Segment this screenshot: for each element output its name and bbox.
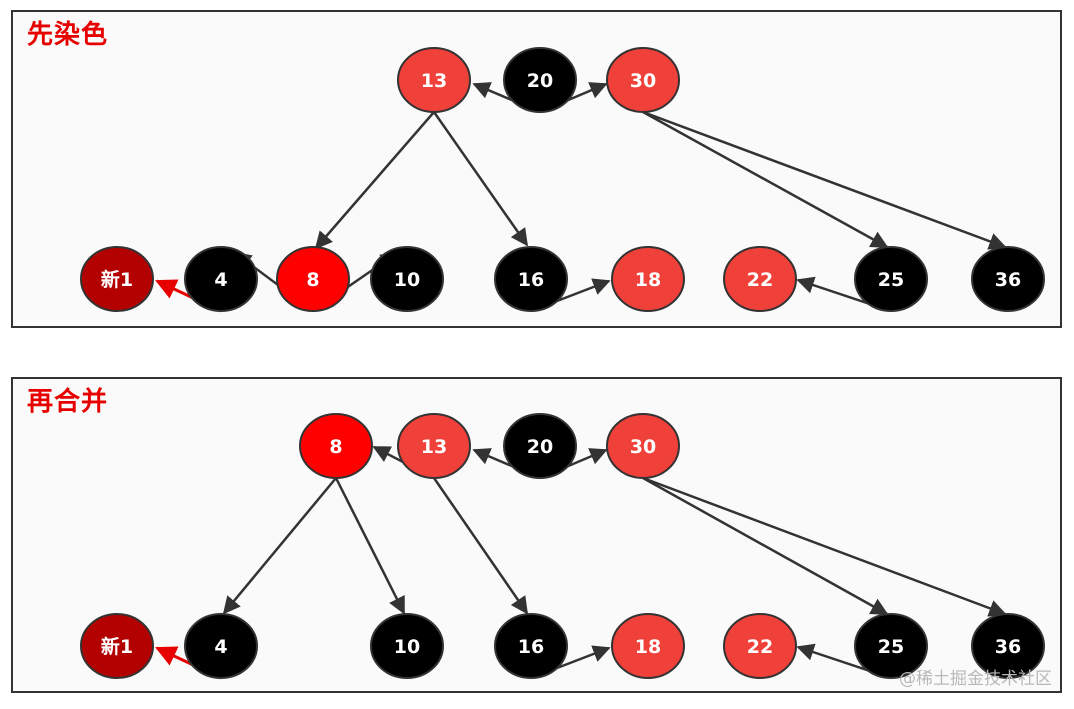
node-circle xyxy=(276,246,350,312)
tree-node-b22: 22 xyxy=(723,613,797,679)
tree-node-t22: 22 xyxy=(723,246,797,312)
node-circle xyxy=(854,246,928,312)
tree-node-b16: 16 xyxy=(494,613,568,679)
tree-edge xyxy=(222,477,337,615)
node-circle xyxy=(397,47,471,113)
tree-node-t25: 25 xyxy=(854,246,928,312)
tree-edge xyxy=(642,476,1007,617)
node-circle xyxy=(723,613,797,679)
node-label: 4 xyxy=(214,269,227,291)
tree-edge xyxy=(314,111,435,250)
node-label: 20 xyxy=(527,436,553,458)
tree-node-t30: 30 xyxy=(606,47,680,113)
tree-node-b4: 4 xyxy=(184,613,258,679)
tree-node-t8: 8 xyxy=(276,246,350,312)
node-circle xyxy=(503,47,577,113)
node-label: 36 xyxy=(995,269,1021,291)
node-circle xyxy=(184,613,258,679)
node-label: 8 xyxy=(329,436,342,458)
node-circle xyxy=(611,613,685,679)
node-label: 22 xyxy=(747,636,773,658)
tree-node-t10: 10 xyxy=(370,246,444,312)
node-label: 10 xyxy=(394,636,420,658)
tree-node-tnew: 新1 xyxy=(80,246,154,312)
tree-node-bnew: 新1 xyxy=(80,613,154,679)
node-label: 10 xyxy=(394,269,420,291)
tree-edge xyxy=(432,477,529,615)
tree-edge xyxy=(642,476,889,616)
tree-node-b36: 36 xyxy=(971,613,1045,679)
tree-node-b8: 8 xyxy=(299,413,373,479)
tree-node-t13: 13 xyxy=(397,47,471,113)
tree-node-b13: 13 xyxy=(397,413,471,479)
node-circle xyxy=(971,246,1045,312)
node-circle xyxy=(854,613,928,679)
node-circle xyxy=(611,246,685,312)
tree-node-b30: 30 xyxy=(606,413,680,479)
node-circle xyxy=(494,613,568,679)
node-label: 30 xyxy=(630,70,656,92)
node-label: 30 xyxy=(630,436,656,458)
tree-node-t20: 20 xyxy=(503,47,577,113)
tree-node-t4: 4 xyxy=(184,246,258,312)
node-circle xyxy=(80,246,154,312)
node-circle xyxy=(723,246,797,312)
node-circle xyxy=(370,613,444,679)
node-circle xyxy=(370,246,444,312)
node-label: 新1 xyxy=(101,635,133,658)
node-circle xyxy=(606,413,680,479)
watermark: @稀土掘金技术社区 xyxy=(899,669,1052,689)
node-circle xyxy=(80,613,154,679)
node-label: 25 xyxy=(878,636,904,658)
node-label: 22 xyxy=(747,269,773,291)
node-label: 16 xyxy=(518,636,544,658)
tree-node-t18: 18 xyxy=(611,246,685,312)
node-label: 16 xyxy=(518,269,544,291)
node-label: 新1 xyxy=(101,268,133,291)
tree-edge xyxy=(642,110,889,249)
node-label: 8 xyxy=(306,269,319,291)
node-circle xyxy=(494,246,568,312)
node-label: 18 xyxy=(635,636,661,658)
panel-title-merge: 再合并 xyxy=(27,387,109,417)
tree-edge xyxy=(642,110,1007,250)
tree-node-b10: 10 xyxy=(370,613,444,679)
node-label: 13 xyxy=(421,70,447,92)
node-circle xyxy=(606,47,680,113)
tree-edge xyxy=(334,477,406,615)
node-label: 4 xyxy=(214,636,227,658)
tree-node-b20: 20 xyxy=(503,413,577,479)
node-label: 36 xyxy=(995,636,1021,658)
node-circle xyxy=(184,246,258,312)
node-circle xyxy=(503,413,577,479)
node-label: 20 xyxy=(527,70,553,92)
node-label: 18 xyxy=(635,269,661,291)
node-label: 13 xyxy=(421,436,447,458)
tree-edge xyxy=(432,111,529,247)
node-circle xyxy=(299,413,373,479)
node-label: 25 xyxy=(878,269,904,291)
node-circle xyxy=(971,613,1045,679)
panel-title-recolor: 先染色 xyxy=(27,20,109,50)
tree-node-t16: 16 xyxy=(494,246,568,312)
tree-node-t36: 36 xyxy=(971,246,1045,312)
tree-node-b18: 18 xyxy=(611,613,685,679)
node-circle xyxy=(397,413,471,479)
tree-node-b25: 25 xyxy=(854,613,928,679)
